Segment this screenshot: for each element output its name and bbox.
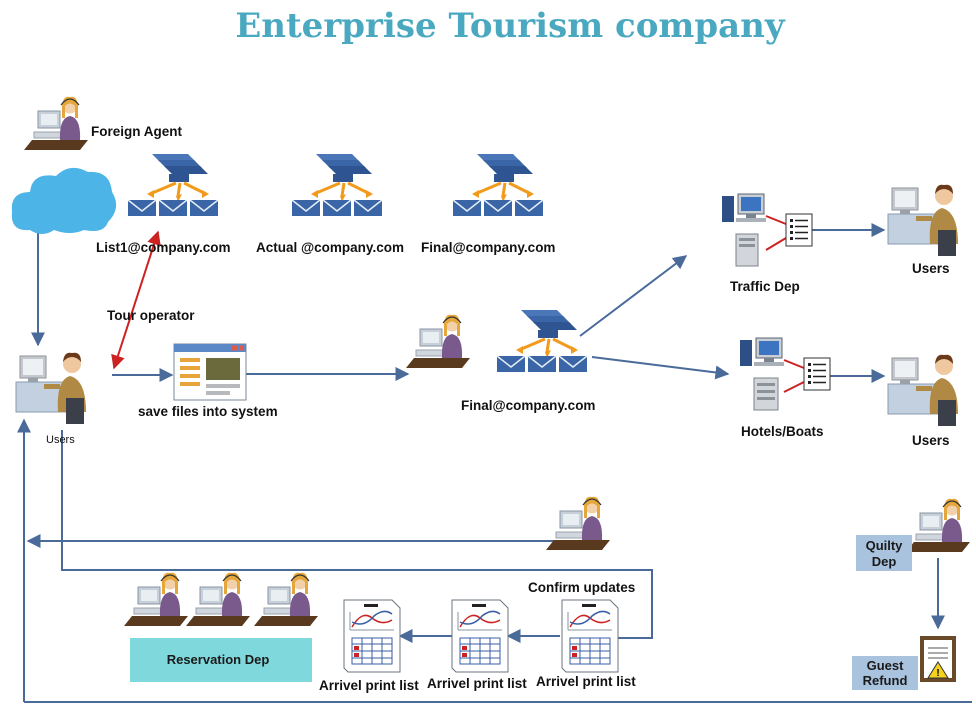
reservation-agent-icon-2 bbox=[185, 572, 251, 627]
final-to-hotels-arrow bbox=[591, 356, 730, 380]
quality-dep-box: Quilty Dep bbox=[856, 535, 912, 571]
report-warning-icon: ! bbox=[920, 636, 956, 682]
reservation-agent-icon-3 bbox=[253, 572, 319, 627]
quality-agent-icon bbox=[905, 498, 971, 553]
reservation-dep-box: Reservation Dep bbox=[130, 638, 312, 682]
users-right-bottom-icon bbox=[887, 354, 959, 427]
foreign-agent-icon bbox=[23, 96, 89, 151]
actual-email-label: Actual @company.com bbox=[256, 240, 404, 255]
reservation-agent-icon-1 bbox=[123, 572, 189, 627]
traffic-dep-computer-icon bbox=[721, 193, 767, 223]
report-icon-3 bbox=[561, 599, 619, 673]
save-files-label: save files into system bbox=[138, 404, 278, 419]
report-icon-2 bbox=[451, 599, 509, 673]
list1-email-label: List1@company.com bbox=[96, 240, 230, 255]
users-left-icon bbox=[15, 352, 87, 425]
final-to-traffic-arrow bbox=[579, 255, 688, 337]
guest-refund-label-line1: Guest bbox=[867, 658, 905, 673]
connectors bbox=[17, 215, 972, 703]
hotels-server-red-link bbox=[783, 381, 805, 393]
document-window-icon bbox=[173, 343, 247, 401]
tour-operator-bidirectional-arrow bbox=[111, 230, 161, 370]
arrivel-print-label-1: Arrivel print list bbox=[319, 678, 419, 693]
final-email-mid-label: Final@company.com bbox=[461, 398, 595, 413]
traffic-dep-list-icon bbox=[785, 213, 813, 247]
svg-text:!: ! bbox=[936, 668, 939, 679]
traffic-dep-label: Traffic Dep bbox=[730, 279, 800, 294]
users-right-top-icon bbox=[887, 184, 959, 257]
final-email-top-label: Final@company.com bbox=[421, 240, 555, 255]
arrivel-print-label-2: Arrivel print list bbox=[427, 676, 527, 691]
foreign-agent-label: Foreign Agent bbox=[91, 124, 182, 139]
cloud-icon bbox=[11, 167, 117, 234]
confirm-updates-label: Confirm updates bbox=[528, 580, 635, 595]
email-distribution-icon-list1 bbox=[126, 152, 220, 218]
traffic-dep-server-icon bbox=[735, 233, 759, 267]
final-agent-icon bbox=[405, 314, 471, 369]
traffic-pc-red-link bbox=[765, 215, 787, 225]
hotels-list-icon bbox=[803, 357, 831, 391]
return-agent-icon bbox=[545, 496, 611, 551]
email-distribution-icon-final-top bbox=[451, 152, 545, 218]
arrivel-print-label-3: Arrivel print list bbox=[536, 674, 636, 689]
email-distribution-icon-final-mid bbox=[495, 308, 589, 374]
hotels-pc-red-link bbox=[783, 359, 805, 369]
traffic-server-red-link bbox=[765, 237, 787, 251]
users-right-top-label: Users bbox=[912, 261, 950, 276]
tour-operator-label: Tour operator bbox=[107, 308, 195, 323]
users-right-bottom-label: Users bbox=[912, 433, 950, 448]
users-down-loop-line bbox=[61, 430, 653, 639]
hotels-boats-label: Hotels/Boats bbox=[741, 424, 824, 439]
quality-dep-label-line1: Quilty bbox=[866, 538, 904, 553]
reservation-dep-label: Reservation Dep bbox=[167, 652, 270, 667]
guest-refund-label-line2: Refund bbox=[863, 673, 908, 688]
email-distribution-icon-actual bbox=[290, 152, 384, 218]
report-icon-1 bbox=[343, 599, 401, 673]
hotels-computer-icon bbox=[739, 337, 785, 367]
diagram-title: Enterprise Tourism company bbox=[235, 6, 786, 46]
printer-icon bbox=[753, 377, 779, 411]
guest-refund-box: Guest Refund bbox=[852, 656, 918, 690]
quality-dep-label-line2: Dep bbox=[872, 554, 897, 569]
users-left-label: Users bbox=[46, 434, 75, 446]
